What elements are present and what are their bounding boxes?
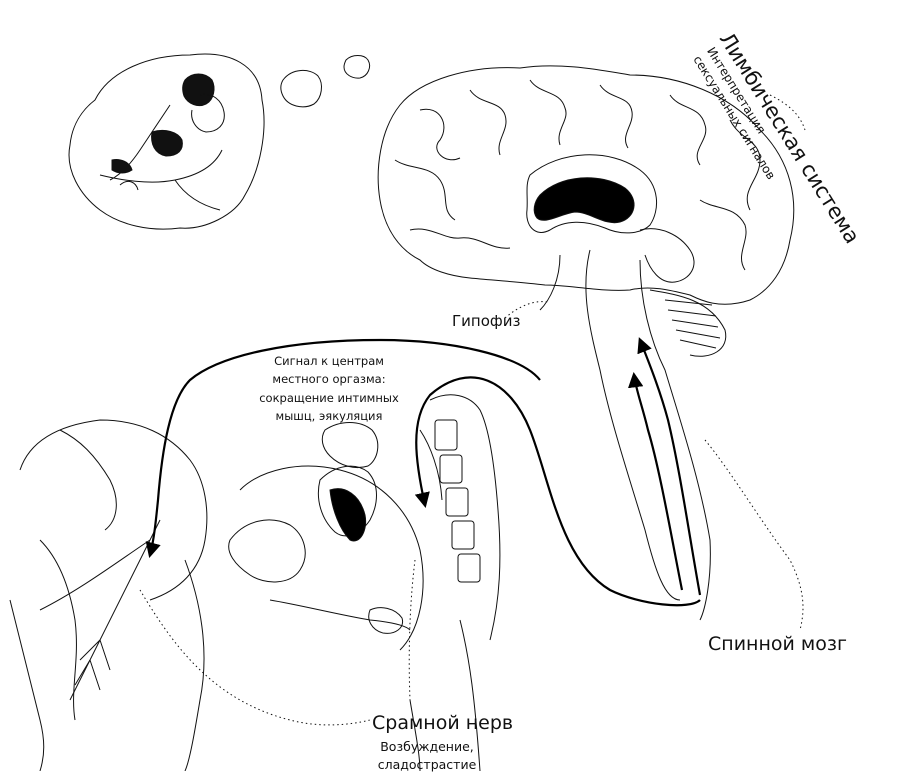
signal-line1: Сигнал к центрам (274, 354, 384, 368)
thought-bubble-small (280, 70, 322, 108)
pudendal-description: Возбуждение, сладострастие (372, 738, 482, 774)
pelvis-illustration (9, 394, 501, 771)
pudendal-nerve-label: Срамной нерв (372, 712, 514, 734)
signal-line4: мышц, эякуляция (275, 409, 383, 424)
signal-line2: местного оргазма: (272, 372, 386, 387)
couple-illustration (99, 73, 225, 211)
pudendal-line1: Возбуждение, (380, 739, 474, 754)
signal-label: Сигнал к центрам местного оргазма: сокра… (254, 352, 404, 426)
thought-bubble-tiny (343, 55, 371, 79)
spinal-cord-label: Спинной мозг (708, 633, 847, 655)
signal-line3: сокращение интимных (259, 390, 399, 405)
thought-bubble (68, 53, 265, 230)
leader-lines (139, 94, 806, 726)
brain-illustration (377, 65, 795, 621)
nerve-signal-path (145, 337, 702, 607)
pudendal-line2: сладострастие (377, 757, 477, 773)
pituitary-label: Гипофиз (452, 312, 521, 330)
